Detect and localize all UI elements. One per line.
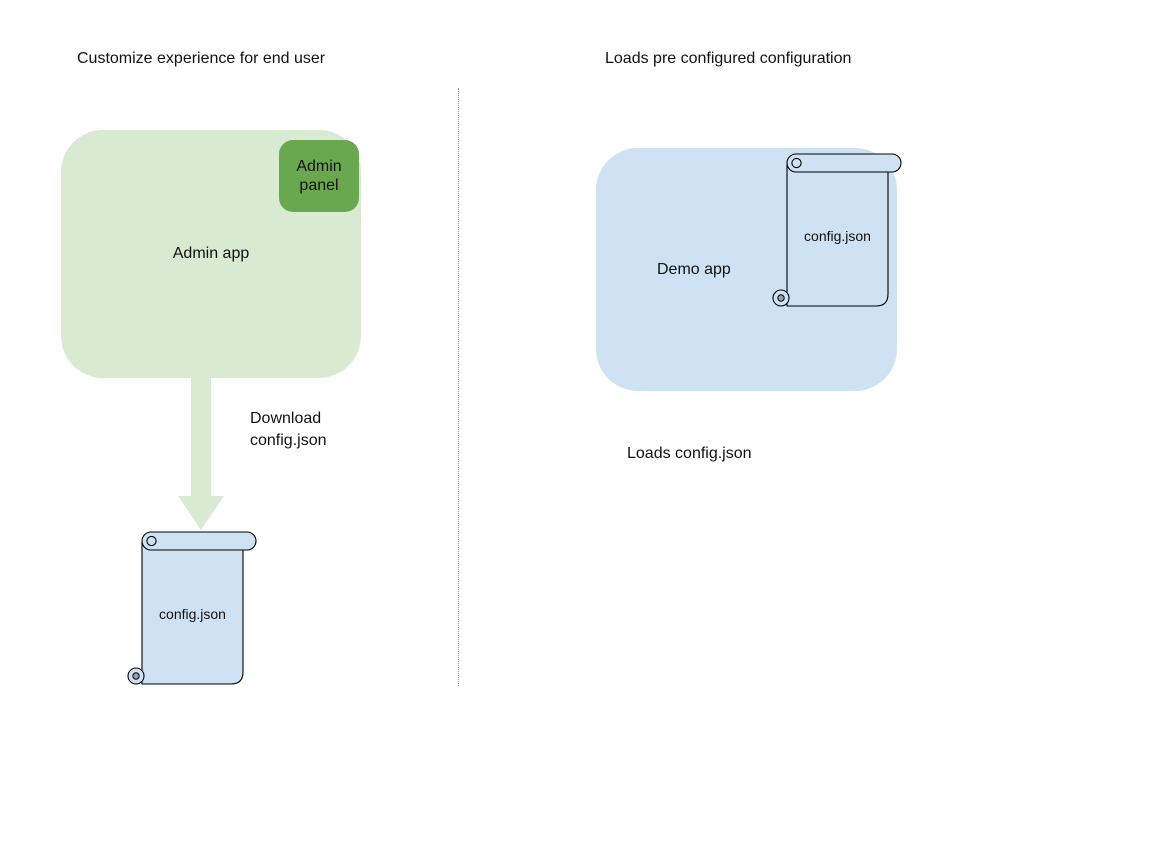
config-file-label: config.json	[804, 228, 871, 244]
admin-app-box: Admin app Admin panel	[61, 130, 361, 378]
section-divider	[458, 88, 459, 686]
config-file-left: config.json	[127, 530, 258, 685]
download-arrow-icon	[178, 378, 224, 530]
config-file-label: config.json	[159, 606, 226, 622]
demo-app-label: Demo app	[657, 260, 731, 278]
scroll-shape-icon	[127, 531, 257, 685]
left-section-title: Customize experience for end user	[77, 50, 326, 67]
admin-app-label: Admin app	[172, 245, 250, 262]
right-section-title: Loads pre configured configuration	[605, 50, 852, 67]
config-file-right: config.json	[772, 152, 903, 307]
admin-panel-label: Admin panel	[296, 158, 342, 194]
download-arrow-caption: Download config.json	[250, 410, 327, 449]
loads-config-caption: Loads config.json	[627, 445, 752, 462]
scroll-shape-icon	[772, 153, 902, 307]
admin-panel-box: Admin panel	[279, 140, 359, 212]
